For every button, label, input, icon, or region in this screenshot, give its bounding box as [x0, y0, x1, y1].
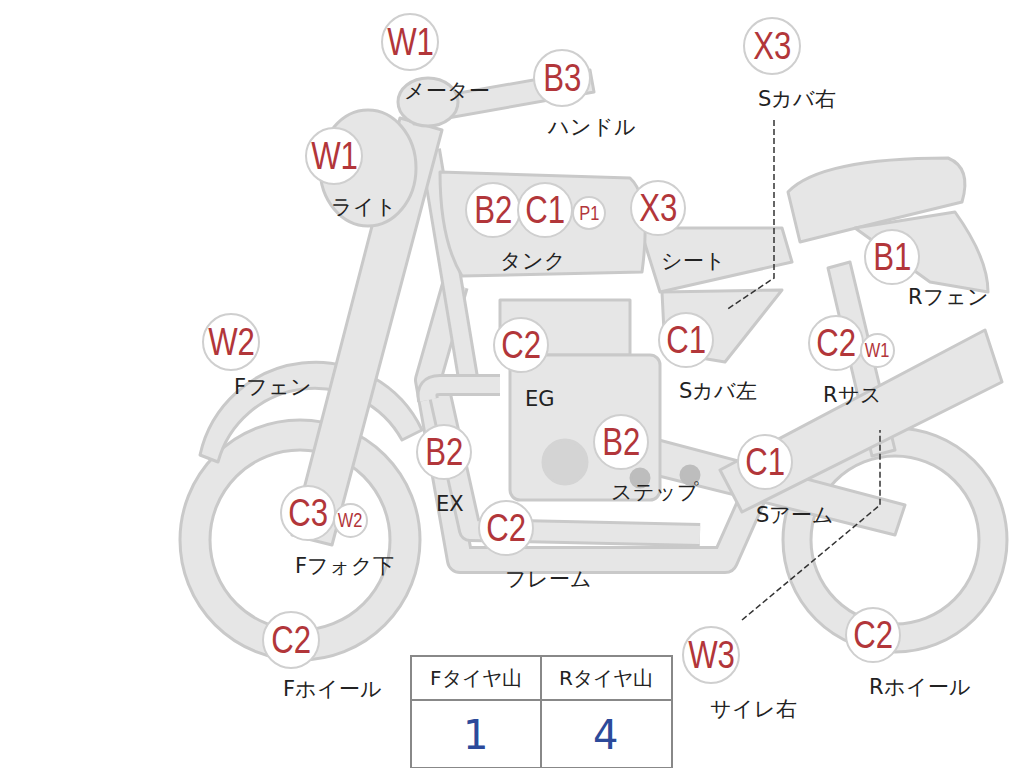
table-value: 4 — [593, 713, 618, 757]
condition-circle: P1 — [572, 196, 606, 230]
condition-circle: B2 — [416, 424, 472, 480]
part-name: Rフェン — [908, 286, 989, 309]
part-name: メーター — [404, 80, 490, 103]
part-name: Fフェン — [234, 376, 312, 399]
part-name: サイレ右 — [710, 698, 797, 721]
condition-code: C2 — [853, 616, 893, 654]
condition-circle: X3 — [743, 17, 801, 75]
part-name: EX — [436, 493, 464, 516]
condition-circle: C2 — [262, 611, 320, 669]
condition-circle: X3 — [630, 180, 686, 236]
condition-circle: W1 — [860, 333, 895, 368]
condition-circle: C2 — [808, 315, 864, 371]
condition-code: X3 — [639, 189, 677, 227]
condition-code: P1 — [579, 203, 599, 223]
condition-circle: C3 — [280, 485, 336, 541]
condition-circle: B3 — [533, 49, 591, 107]
condition-code: B3 — [543, 59, 581, 97]
condition-code: W2 — [338, 510, 363, 530]
condition-code: C1 — [745, 443, 785, 481]
condition-circle: W2 — [202, 313, 260, 371]
condition-circle: C2 — [845, 607, 901, 663]
condition-code: C1 — [666, 321, 706, 359]
condition-code: C2 — [271, 621, 311, 659]
condition-code: B2 — [425, 433, 463, 471]
part-name: Fホイール — [283, 678, 382, 701]
condition-circle: C1 — [737, 434, 793, 490]
condition-code: B2 — [602, 423, 640, 461]
condition-circle: W3 — [682, 626, 740, 684]
part-name: Sカバ左 — [679, 380, 757, 403]
condition-code: W2 — [208, 323, 255, 361]
condition-code: W1 — [387, 23, 434, 61]
condition-circle: C2 — [478, 500, 534, 556]
table-value: 1 — [463, 713, 488, 757]
condition-circle: B1 — [864, 229, 920, 285]
condition-circle: W1 — [305, 127, 363, 185]
part-name: EG — [525, 388, 555, 411]
table-header: Fタイヤ山 — [430, 667, 522, 689]
condition-code: B2 — [474, 191, 512, 229]
part-name: Fフォク下 — [295, 555, 394, 578]
part-name: Rホイール — [869, 676, 971, 699]
condition-circle: C2 — [493, 317, 549, 373]
condition-circle: W2 — [333, 503, 368, 538]
condition-code: C2 — [501, 326, 541, 364]
condition-code: C3 — [288, 494, 328, 532]
table-header: Rタイヤ山 — [559, 667, 653, 689]
part-name: Rサス — [823, 384, 882, 407]
condition-code: X3 — [753, 27, 791, 65]
condition-code: C1 — [525, 191, 565, 229]
condition-code: W3 — [688, 636, 735, 674]
part-name: Sカバ右 — [758, 88, 836, 111]
condition-circle: C1 — [658, 312, 714, 368]
part-name: ライト — [331, 196, 397, 219]
condition-code: W1 — [865, 340, 890, 360]
condition-code: W1 — [311, 137, 358, 175]
condition-code: C2 — [486, 509, 526, 547]
condition-circle: B2 — [593, 414, 649, 470]
condition-code: C2 — [816, 324, 856, 362]
part-name: ハンドル — [548, 116, 636, 139]
part-name: フレーム — [505, 568, 592, 591]
part-name: Sアーム — [756, 504, 834, 527]
part-name: タンク — [500, 250, 566, 273]
condition-circle: W1 — [381, 13, 439, 71]
part-name: ステップ — [611, 481, 699, 504]
condition-circle: B2 — [465, 182, 521, 238]
part-name: シート — [661, 250, 726, 273]
condition-code: B1 — [873, 238, 911, 276]
condition-circle: C1 — [517, 182, 573, 238]
